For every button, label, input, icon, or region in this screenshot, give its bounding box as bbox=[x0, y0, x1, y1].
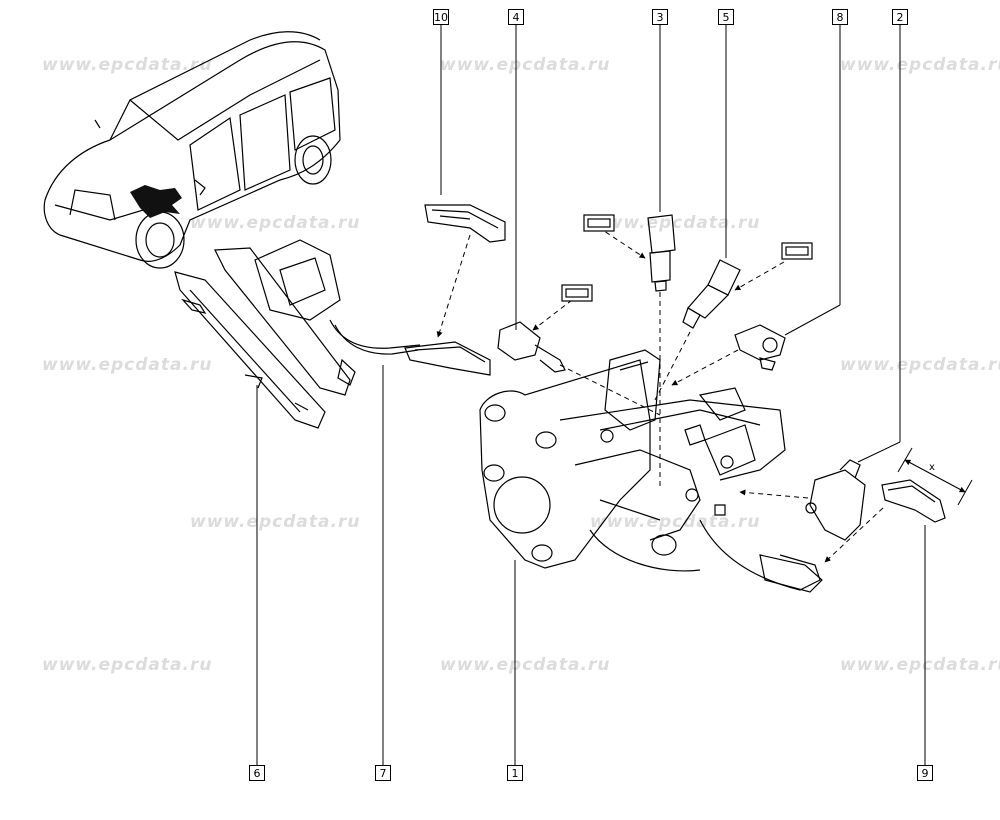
watermark: www.epcdata.ru bbox=[590, 213, 761, 233]
watermark: www.epcdata.ru bbox=[42, 655, 213, 675]
callout-6: 6 bbox=[249, 765, 265, 781]
callout-7: 7 bbox=[375, 765, 391, 781]
callout-1: 1 bbox=[507, 765, 523, 781]
part-9-pedal-pad bbox=[881, 479, 946, 523]
callout-5: 5 bbox=[718, 9, 734, 25]
watermark: www.epcdata.ru bbox=[840, 655, 1000, 675]
callout-3: 3 bbox=[652, 9, 668, 25]
pedal-location-marker bbox=[130, 185, 182, 218]
part-3-switch bbox=[647, 214, 676, 292]
callout-10: 10 bbox=[433, 9, 449, 25]
part-10-pedal-pad bbox=[424, 204, 506, 243]
watermark: www.epcdata.ru bbox=[42, 355, 213, 375]
part-7-accelerator-pedal bbox=[214, 239, 491, 396]
part-1-pedal-box bbox=[479, 349, 823, 593]
part-8-sensor bbox=[734, 324, 786, 371]
part-6-bracket bbox=[174, 271, 326, 429]
watermark: www.epcdata.ru bbox=[840, 55, 1000, 75]
watermark: www.epcdata.ru bbox=[590, 512, 761, 532]
vehicle-illustration bbox=[43, 31, 341, 269]
part-5-switch bbox=[682, 259, 741, 329]
callout-4: 4 bbox=[508, 9, 524, 25]
watermark: www.epcdata.ru bbox=[42, 55, 213, 75]
callout-9: 9 bbox=[917, 765, 933, 781]
part-4-sensor bbox=[497, 321, 566, 373]
watermark: www.epcdata.ru bbox=[840, 355, 1000, 375]
assembly-guide-lines bbox=[436, 226, 884, 563]
watermark: www.epcdata.ru bbox=[440, 655, 611, 675]
reference-boxes bbox=[561, 214, 813, 302]
watermark: www.epcdata.ru bbox=[190, 213, 361, 233]
part-2-sensor bbox=[805, 459, 866, 541]
callout-8: 8 bbox=[832, 9, 848, 25]
callout-2: 2 bbox=[892, 9, 908, 25]
watermark: www.epcdata.ru bbox=[440, 55, 611, 75]
watermark: www.epcdata.ru bbox=[190, 512, 361, 532]
dimension-indicator bbox=[897, 447, 973, 506]
dimension-label: x bbox=[929, 462, 935, 473]
leader-lines bbox=[256, 25, 926, 765]
